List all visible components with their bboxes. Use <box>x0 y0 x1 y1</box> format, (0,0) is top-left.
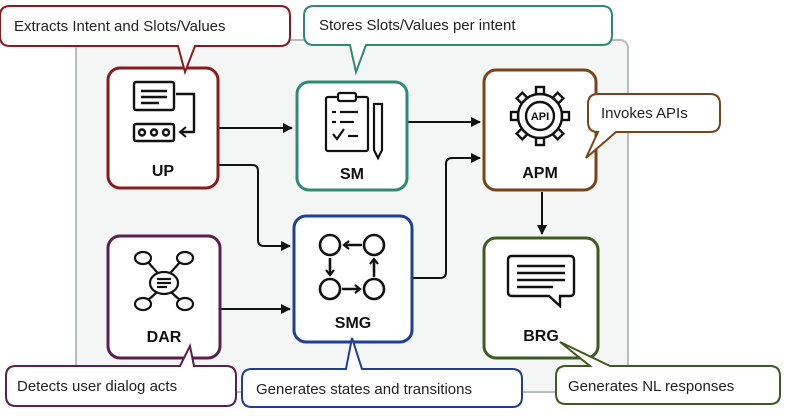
callout-sm-text: Stores Slots/Values per intent <box>319 17 516 34</box>
network-hub-icon <box>133 250 195 312</box>
arrow-smg-to-apm <box>412 153 481 279</box>
callout-dar-text: Detects user dialog acts <box>17 378 177 395</box>
arrow-up-to-smg <box>213 164 291 251</box>
callout-apm-text: Invokes APIs <box>601 105 688 122</box>
callout-up-text: Extracts Intent and Slots/Values <box>14 18 226 35</box>
module-apm-label: APM <box>522 165 558 182</box>
connectors <box>213 117 547 314</box>
callout-brg: Generates NL responses <box>555 341 781 405</box>
api-gear-icon: API <box>509 85 571 147</box>
callout-dar: Detects user dialog acts <box>5 342 237 407</box>
chat-bubble-icon <box>506 254 576 309</box>
module-dar-label: DAR <box>147 329 182 346</box>
module-brg: BRG <box>482 236 600 360</box>
callout-up: Extracts Intent and Slots/Values <box>0 5 291 76</box>
module-apm: API APM <box>482 68 598 192</box>
module-smg: SMG <box>292 214 414 344</box>
callout-sm: Stores Slots/Values per intent <box>303 5 613 76</box>
module-sm: SM <box>295 80 409 192</box>
module-dar: DAR <box>106 234 222 360</box>
state-transition-icon <box>318 233 386 301</box>
module-smg-label: SMG <box>335 315 371 332</box>
api-icon-text: API <box>531 111 549 123</box>
parse-icon <box>132 80 196 143</box>
module-brg-label: BRG <box>523 328 559 345</box>
module-up: UP <box>106 66 220 190</box>
callout-apm: Invokes APIs <box>585 93 721 159</box>
clipboard-icon <box>324 91 384 161</box>
callout-smg-text: Generates states and transitions <box>256 381 472 398</box>
callout-brg-text: Generates NL responses <box>568 378 734 395</box>
module-up-label: UP <box>152 163 175 180</box>
callout-smg: Generates states and transitions <box>241 337 523 408</box>
module-sm-label: SM <box>340 166 364 183</box>
